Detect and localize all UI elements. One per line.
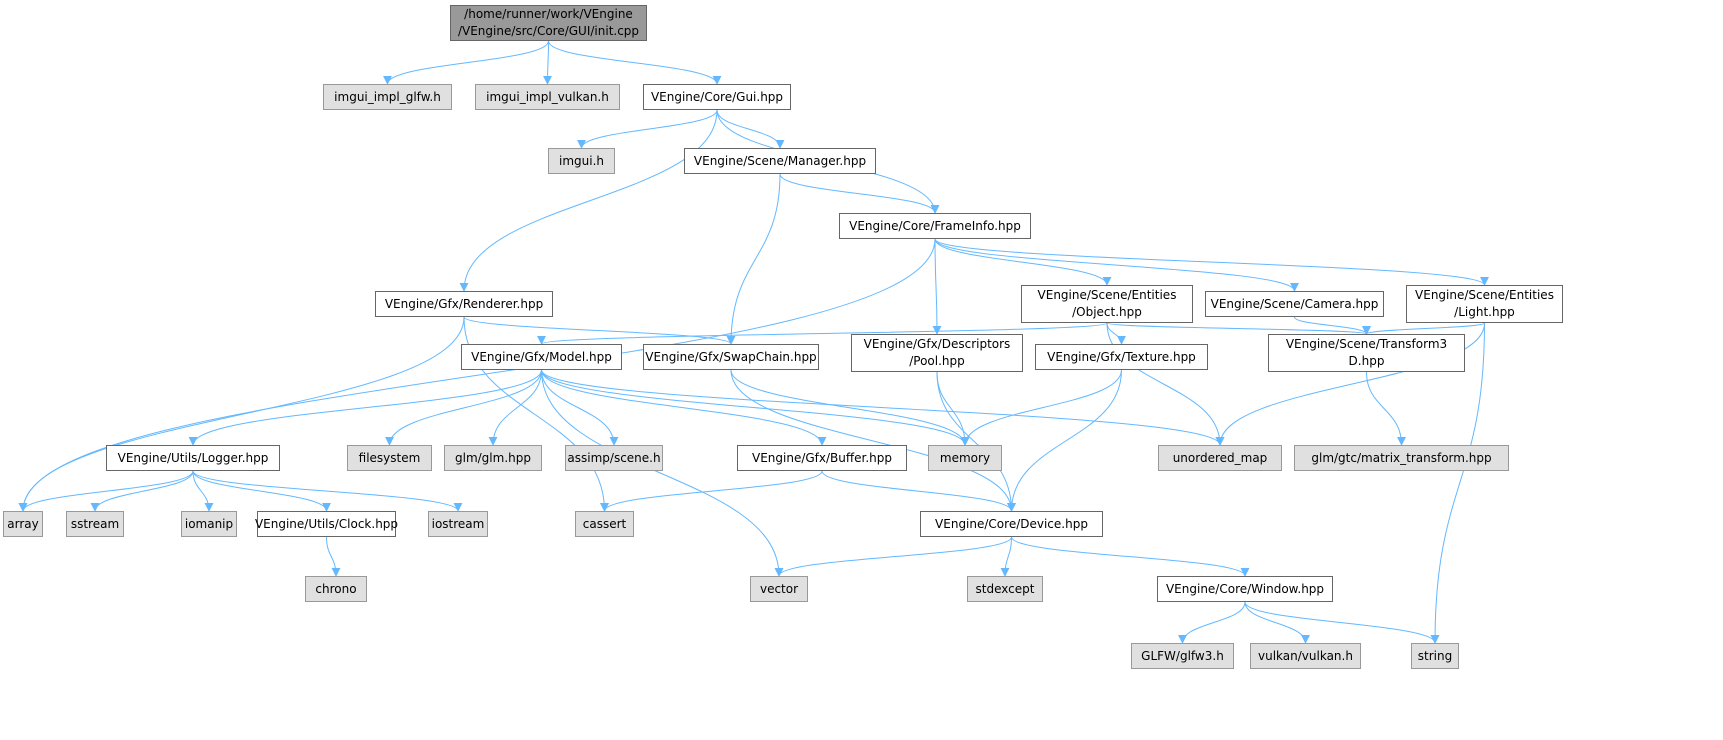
- node-sstream[interactable]: sstream: [66, 511, 124, 537]
- edge-swapchain-to-device: [730, 369, 1016, 512]
- edge-object-to-texture: [1106, 322, 1126, 345]
- edge-logger-to-array: [18, 470, 194, 512]
- node-iomanip[interactable]: iomanip: [181, 511, 237, 537]
- edge-model-to-buffer: [541, 369, 827, 446]
- edge-device-to-vector: [774, 536, 1012, 577]
- edge-model-to-umap: [541, 369, 1225, 446]
- node-umap[interactable]: unordered_map: [1158, 445, 1282, 471]
- node-array[interactable]: array: [3, 511, 43, 537]
- edge-window-to-string: [1244, 601, 1440, 644]
- edge-model-to-vector: [541, 369, 784, 577]
- edge-object-to-umap: [1106, 322, 1225, 446]
- edge-buffer-to-cassert: [600, 470, 823, 512]
- edge-light-to-transform: [1362, 322, 1485, 335]
- edge-model-to-memory: [541, 369, 970, 446]
- node-assimp[interactable]: assimp/scene.h: [565, 445, 663, 471]
- edge-logger-to-iostream: [192, 470, 463, 512]
- edge-frameinfo-to-camera: [934, 238, 1299, 292]
- edge-logger-to-sstream: [90, 470, 194, 512]
- edge-frameinfo-to-light: [934, 238, 1489, 286]
- node-texture[interactable]: VEngine/Gfx/Texture.hpp: [1035, 344, 1208, 370]
- edge-renderer-to-swapchain: [463, 316, 736, 345]
- node-light[interactable]: VEngine/Scene/Entities /Light.hpp: [1406, 285, 1563, 323]
- node-string[interactable]: string: [1411, 643, 1459, 669]
- edge-logger-to-iomanip: [192, 470, 214, 512]
- edge-device-to-window: [1011, 536, 1250, 577]
- node-memory[interactable]: memory: [928, 445, 1002, 471]
- node-main[interactable]: /home/runner/work/VEngine /VEngine/src/C…: [450, 5, 647, 41]
- node-renderer[interactable]: VEngine/Gfx/Renderer.hpp: [375, 291, 553, 317]
- node-clock[interactable]: VEngine/Utils/Clock.hpp: [255, 511, 398, 537]
- edge-window-to-vulkan: [1244, 601, 1310, 644]
- node-gui[interactable]: VEngine/Core/Gui.hpp: [643, 84, 791, 110]
- node-manager[interactable]: VEngine/Scene/Manager.hpp: [684, 148, 876, 174]
- node-glfwimpl[interactable]: imgui_impl_glfw.h: [323, 84, 452, 110]
- edge-logger-to-clock: [192, 470, 331, 512]
- edge-pool-to-device: [936, 371, 1016, 512]
- node-glm[interactable]: glm/glm.hpp: [444, 445, 542, 471]
- edge-frameinfo-to-pool: [932, 238, 942, 335]
- node-iostream[interactable]: iostream: [428, 511, 488, 537]
- edge-clock-to-chrono: [326, 536, 341, 577]
- node-object[interactable]: VEngine/Scene/Entities /Object.hpp: [1021, 285, 1193, 323]
- node-vector[interactable]: vector: [750, 576, 808, 602]
- node-device[interactable]: VEngine/Core/Device.hpp: [920, 511, 1103, 537]
- node-imgui[interactable]: imgui.h: [548, 148, 615, 174]
- edge-transform-to-mtx: [1366, 371, 1406, 446]
- edge-model-to-filesystem: [385, 369, 542, 446]
- edge-renderer-to-array: [18, 316, 465, 512]
- edge-model-to-glm: [488, 369, 542, 446]
- node-model[interactable]: VEngine/Gfx/Model.hpp: [461, 344, 622, 370]
- edge-model-to-assimp: [541, 369, 619, 446]
- node-vulkan[interactable]: vulkan/vulkan.h: [1250, 643, 1361, 669]
- node-transform[interactable]: VEngine/Scene/Transform3 D.hpp: [1268, 334, 1465, 372]
- edge-texture-to-device: [1007, 369, 1122, 512]
- node-cassert[interactable]: cassert: [575, 511, 634, 537]
- node-pool[interactable]: VEngine/Gfx/Descriptors /Pool.hpp: [851, 334, 1023, 372]
- edge-texture-to-memory: [960, 369, 1122, 446]
- edge-window-to-glfw3: [1178, 601, 1246, 644]
- edge-main-to-glfwimpl: [383, 40, 549, 85]
- edge-buffer-to-device: [821, 470, 1016, 512]
- node-swapchain[interactable]: VEngine/Gfx/SwapChain.hpp: [643, 344, 819, 370]
- node-filesystem[interactable]: filesystem: [347, 445, 432, 471]
- edge-gui-to-renderer: [459, 109, 718, 292]
- node-chrono[interactable]: chrono: [305, 576, 367, 602]
- node-stdexcept[interactable]: stdexcept: [967, 576, 1043, 602]
- edge-object-to-transform: [1106, 322, 1371, 335]
- edge-frameinfo-to-object: [934, 238, 1112, 286]
- edge-light-to-umap: [1215, 322, 1485, 446]
- node-glfw3[interactable]: GLFW/glfw3.h: [1131, 643, 1234, 669]
- node-frameinfo[interactable]: VEngine/Core/FrameInfo.hpp: [839, 213, 1031, 239]
- edge-device-to-stdexcept: [1000, 536, 1012, 577]
- node-vkimpl[interactable]: imgui_impl_vulkan.h: [475, 84, 620, 110]
- edge-gui-to-imgui: [577, 109, 718, 149]
- edge-light-to-string: [1430, 322, 1485, 644]
- node-camera[interactable]: VEngine/Scene/Camera.hpp: [1205, 291, 1384, 317]
- node-window[interactable]: VEngine/Core/Window.hpp: [1157, 576, 1333, 602]
- edge-manager-to-frameinfo: [779, 173, 940, 214]
- edge-model-to-logger: [188, 369, 542, 446]
- edge-manager-to-swapchain: [726, 173, 781, 345]
- node-buffer[interactable]: VEngine/Gfx/Buffer.hpp: [737, 445, 907, 471]
- edge-swapchain-to-memory: [730, 369, 970, 446]
- edge-object-to-model: [537, 322, 1108, 345]
- node-mtx[interactable]: glm/gtc/matrix_transform.hpp: [1294, 445, 1509, 471]
- edge-main-to-gui: [548, 40, 722, 85]
- edge-main-to-vkimpl: [543, 40, 553, 85]
- node-logger[interactable]: VEngine/Utils/Logger.hpp: [106, 445, 280, 471]
- edge-gui-to-manager: [716, 109, 785, 149]
